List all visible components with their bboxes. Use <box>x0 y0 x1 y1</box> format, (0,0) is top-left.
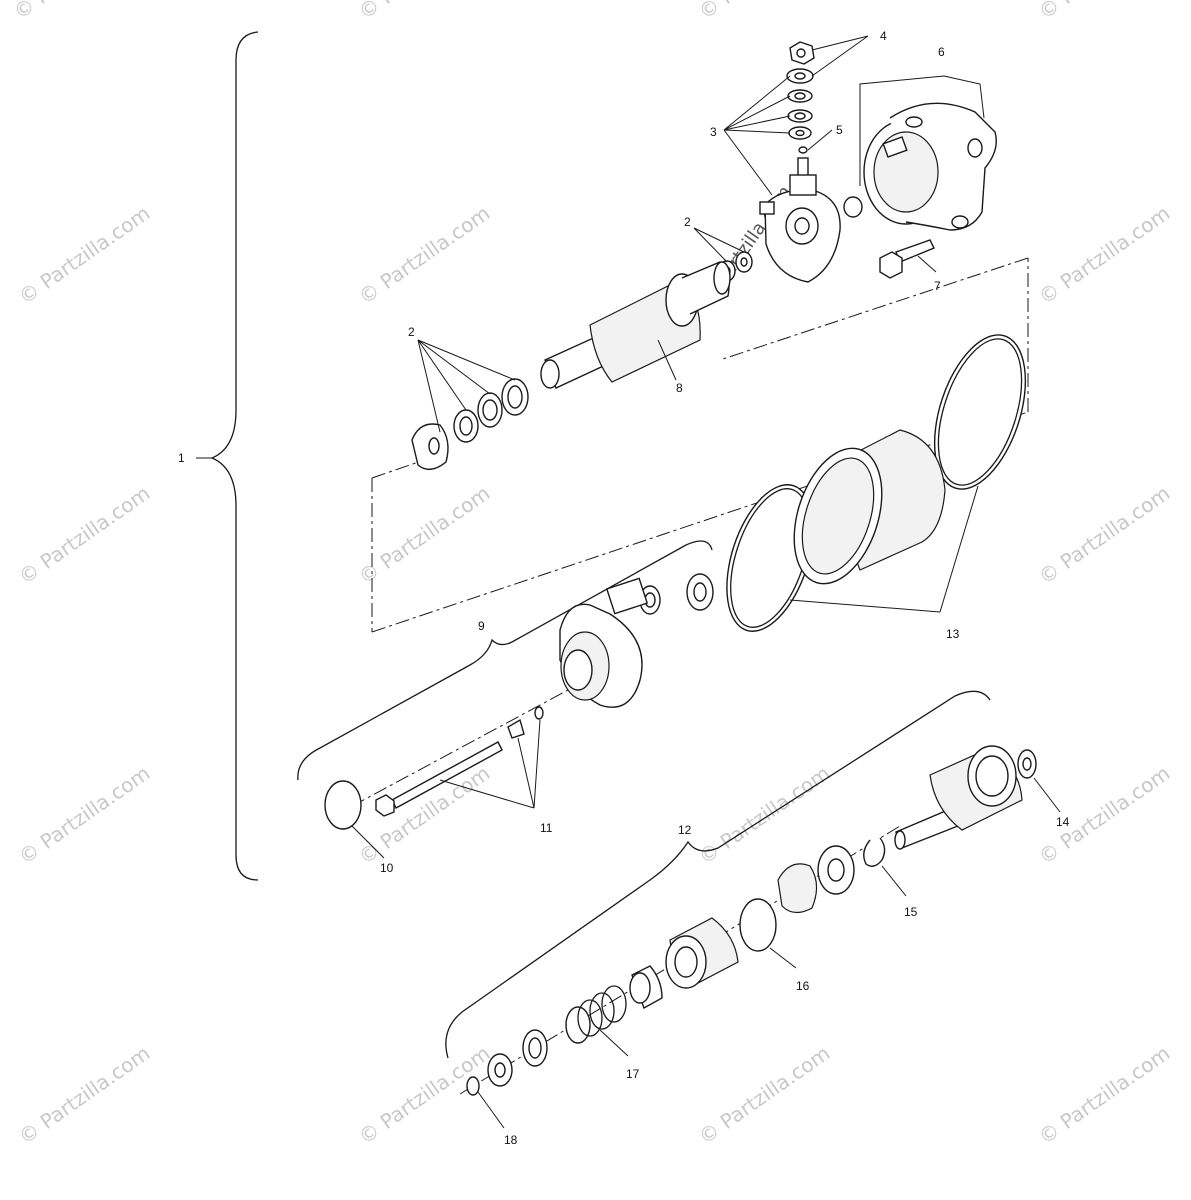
callout-2-upper: 2 <box>684 215 691 229</box>
drive-shaft-gear <box>894 745 1037 850</box>
callout-15: 15 <box>904 905 918 919</box>
watermark-layer: © Partzilla.com © Partzilla.com © Partzi… <box>9 0 1174 1149</box>
subassembly-brace-9 <box>297 540 713 781</box>
callout-3: 3 <box>710 125 717 139</box>
callout-8: 8 <box>676 381 683 395</box>
rear-end-cover <box>863 102 997 231</box>
callout-7: 7 <box>934 279 941 293</box>
callout-17: 17 <box>626 1067 640 1081</box>
watermark: © Partzilla.com <box>354 0 494 24</box>
callout-16: 16 <box>796 979 810 993</box>
through-bolts <box>375 706 544 817</box>
watermark: © Partzilla.com <box>14 201 154 309</box>
watermark: © Partzilla.com <box>1034 0 1174 24</box>
watermark: © Partzilla.com <box>14 481 154 589</box>
subassembly-brace-12 <box>445 690 991 1059</box>
watermark: © Partzilla.com <box>354 481 494 589</box>
callout-12: 12 <box>678 823 692 837</box>
armature <box>540 261 731 389</box>
watermark: © Partzilla.com <box>14 761 154 869</box>
thrust-washers-lower <box>411 378 529 470</box>
watermark: © Partzilla.com <box>1034 481 1174 589</box>
ring-16 <box>739 898 777 952</box>
watermark: © Partzilla.com <box>694 761 834 869</box>
callout-labels: 1 2 2 3 4 5 6 7 8 9 10 11 12 13 14 15 16… <box>178 29 1070 1147</box>
callout-9: 9 <box>478 619 485 633</box>
callout-2-lower: 2 <box>408 325 415 339</box>
watermark: © Partzilla.com <box>694 1041 834 1149</box>
callout-6: 6 <box>938 45 945 59</box>
phantom-line <box>719 257 1029 361</box>
watermark: © Partzilla.com <box>1034 1041 1174 1149</box>
retainer-washers <box>466 1053 513 1096</box>
callout-1: 1 <box>178 451 185 465</box>
front-end-cover <box>559 573 714 708</box>
yoke-housing <box>793 429 946 585</box>
o-ring-10 <box>324 780 362 830</box>
callout-11: 11 <box>540 821 553 835</box>
callout-4: 4 <box>880 29 887 43</box>
assembly-brace <box>210 31 259 881</box>
terminal-nut-washer-stack <box>786 41 815 181</box>
watermark: © Partzilla.com <box>9 0 149 24</box>
watermark: © Partzilla.com <box>354 761 494 869</box>
o-rings <box>726 334 1027 632</box>
washer-set <box>777 845 855 914</box>
watermark: © Partzilla.com <box>694 0 834 24</box>
cover-bolt <box>879 239 935 279</box>
watermark: © Partzilla.com <box>1034 201 1174 309</box>
watermark: © Partzilla.com <box>354 201 494 309</box>
phantom-line <box>329 689 569 819</box>
callout-10: 10 <box>380 861 394 875</box>
spring-17 <box>522 985 627 1067</box>
callout-5: 5 <box>836 123 843 137</box>
snap-ring-15 <box>863 837 886 867</box>
brush-holder-plate <box>759 174 863 283</box>
callout-18: 18 <box>504 1133 518 1147</box>
watermark: © Partzilla.com <box>14 1041 154 1149</box>
callout-14: 14 <box>1056 815 1070 829</box>
pinion-clutch <box>629 917 739 1010</box>
leader-lines <box>196 35 1061 1129</box>
callout-13: 13 <box>946 627 960 641</box>
